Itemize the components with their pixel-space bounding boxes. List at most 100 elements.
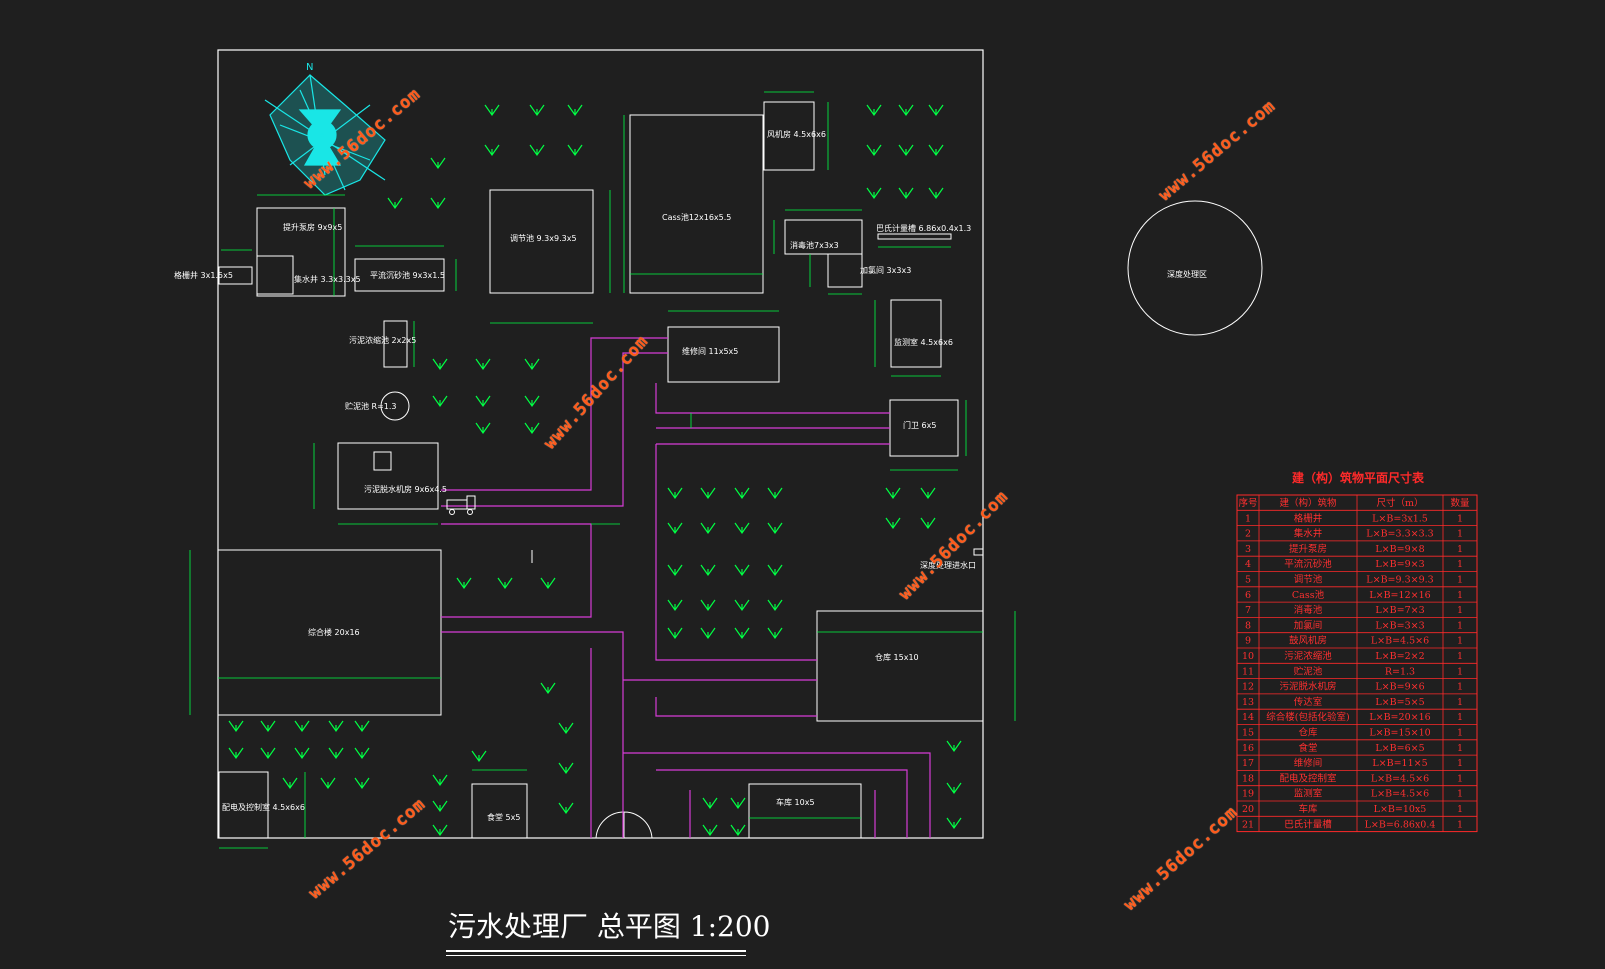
equalization-tank	[489, 189, 594, 294]
label-repair: 维修间 11x5x5	[682, 346, 738, 356]
table-cell: 9	[1245, 636, 1251, 647]
grit-chamber	[354, 258, 445, 292]
table-cell: 16	[1242, 743, 1254, 754]
table-cell: 21	[1242, 819, 1254, 830]
label-canteen: 食堂 5x5	[487, 812, 520, 822]
inlet-marker	[973, 548, 984, 556]
grass-mark	[667, 599, 683, 612]
grass-mark	[475, 395, 491, 408]
title-underline	[446, 950, 746, 952]
table-cell: 综合楼(包括化验室)	[1266, 711, 1349, 723]
table-cell: 1	[1457, 651, 1463, 662]
grass-mark	[558, 802, 574, 815]
grass-mark	[456, 577, 472, 590]
table-cell: 加氯间	[1294, 619, 1323, 631]
grass-mark	[497, 577, 513, 590]
grass-mark	[946, 817, 962, 830]
grass-mark	[767, 599, 783, 612]
table-cell: 贮泥池	[1294, 665, 1323, 677]
table-cell: 车库	[1298, 803, 1318, 815]
grass-mark	[354, 777, 370, 790]
table-cell: 6	[1245, 590, 1251, 601]
repair-shop	[667, 326, 780, 383]
grass-mark	[432, 824, 448, 837]
garage	[748, 783, 862, 839]
table-cell: 5	[1245, 575, 1251, 586]
truck-icon	[446, 495, 476, 515]
table-cell: 12	[1242, 682, 1254, 693]
table-cell: 1	[1457, 743, 1463, 754]
label-monitoring: 监测室 4.5x6x6	[894, 337, 953, 347]
label-dewatering: 污泥脱水机房 9x6x4.5	[364, 484, 447, 494]
label-inlet: 深度处理进水口	[920, 560, 976, 570]
label-collection-well: 集水井 3.3x3.3x5	[294, 274, 361, 284]
table-cell: 污泥浓缩池	[1284, 650, 1332, 662]
grass-mark	[328, 747, 344, 760]
table-cell: 1	[1457, 620, 1463, 631]
dewatering-house	[337, 442, 439, 510]
table-cell: L×B=9.3×9.3	[1366, 575, 1433, 586]
grass-mark	[484, 144, 500, 157]
monitoring-room	[890, 299, 942, 368]
label-grit-chamber: 平流沉砂池 9x3x1.5	[370, 270, 445, 280]
grass-mark	[898, 104, 914, 117]
dimension-lines	[189, 91, 1016, 849]
table-cell: L×B=20×16	[1369, 712, 1430, 723]
table-cell: 1	[1457, 513, 1463, 524]
label-lift-pump: 提升泵房 9x9x5	[283, 222, 342, 232]
lift-pump-house	[256, 207, 346, 297]
table-cell: 仓库	[1298, 727, 1318, 739]
grass-mark	[567, 144, 583, 157]
grass-mark	[885, 517, 901, 530]
grass-mark	[228, 720, 244, 733]
north-compass-icon	[264, 74, 386, 196]
grass-mark	[432, 774, 448, 787]
table-cell: L×B=3.3×3.3	[1366, 529, 1433, 540]
grass-mark	[430, 197, 446, 210]
table-cell: 8	[1245, 620, 1251, 631]
grass-mark	[524, 422, 540, 435]
grass-mark	[260, 720, 276, 733]
table-cell: 1	[1457, 712, 1463, 723]
grass-mark	[484, 104, 500, 117]
grass-mark	[700, 487, 716, 500]
table-cell: 消毒池	[1294, 604, 1323, 616]
table-cell: 平流沉砂池	[1284, 558, 1332, 570]
table-cell: L×B=9×6	[1375, 682, 1424, 693]
grass-mark	[432, 358, 448, 371]
table-cell: 1	[1457, 758, 1463, 769]
grass-mark	[898, 144, 914, 157]
grass-mark	[767, 522, 783, 535]
collection-well	[256, 255, 294, 295]
label-thickener: 污泥浓缩池 2x2x5	[349, 335, 416, 345]
table-cell: 提升泵房	[1289, 543, 1327, 555]
label-office: 综合楼 20x16	[308, 627, 360, 637]
grass-mark	[928, 144, 944, 157]
table-header-cell: 序号	[1238, 497, 1257, 509]
table-header-cell: 数量	[1450, 497, 1470, 509]
label-guard: 门卫 6x5	[903, 420, 936, 430]
label-equalization: 调节池 9.3x9.3x5	[510, 233, 577, 243]
grass-mark	[475, 422, 491, 435]
table-cell: 1	[1457, 804, 1463, 815]
table-cell: 1	[1457, 590, 1463, 601]
blower-house	[763, 101, 815, 171]
table-cell: L×B=7×3	[1375, 605, 1424, 616]
table-cell: 监测室	[1294, 788, 1323, 800]
grass-mark	[524, 358, 540, 371]
table-cell: 巴氏计量槽	[1284, 818, 1332, 830]
grass-mark	[734, 564, 750, 577]
grass-mark	[328, 720, 344, 733]
table-cell: R=1.3	[1385, 666, 1415, 677]
pipe-network	[441, 337, 931, 838]
structure-labels: 提升泵房 9x9x5 集水井 3.3x3.3x5 格栅井 3x1.5x5 平流沉…	[174, 129, 1207, 822]
table-cell: L×B=9×3	[1375, 559, 1424, 570]
table-cell: 污泥脱水机房	[1279, 681, 1336, 693]
grass-mark	[898, 187, 914, 200]
label-parshall: 巴氏计量槽 6.86x0.4x1.3	[876, 223, 971, 233]
grass-mark	[354, 720, 370, 733]
cass-tank	[629, 114, 764, 294]
grass-mark	[471, 750, 487, 763]
grass-mark	[667, 564, 683, 577]
table-cell: 1	[1457, 636, 1463, 647]
